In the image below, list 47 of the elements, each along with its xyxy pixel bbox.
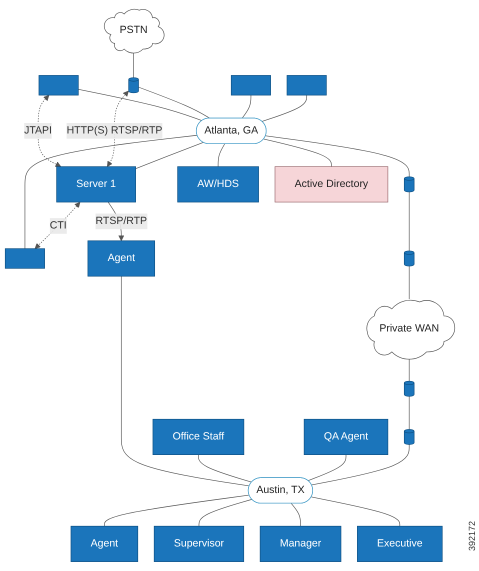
node-box: Office Staff bbox=[152, 418, 244, 456]
node-box bbox=[4, 248, 45, 269]
connector bbox=[78, 89, 202, 122]
connector bbox=[291, 503, 301, 527]
node-box: QA Agent bbox=[304, 418, 388, 456]
connector bbox=[198, 454, 252, 483]
connector bbox=[242, 94, 252, 119]
node-box: AW/HDS bbox=[177, 166, 259, 202]
node-box: Agent bbox=[70, 526, 138, 562]
connector bbox=[133, 52, 134, 78]
edge-label: JTAPI bbox=[24, 125, 52, 136]
node-cylinder bbox=[404, 250, 414, 266]
connector bbox=[408, 192, 410, 252]
node-box: Executive bbox=[357, 526, 443, 562]
connector bbox=[311, 496, 400, 527]
connector bbox=[135, 142, 204, 170]
node-box: Agent bbox=[88, 240, 156, 277]
connector bbox=[408, 266, 410, 300]
connector bbox=[120, 276, 250, 486]
arrow bbox=[34, 202, 80, 249]
connector bbox=[264, 138, 332, 168]
connector bbox=[262, 94, 308, 122]
connector bbox=[198, 499, 252, 527]
node-cylinder bbox=[404, 176, 414, 192]
node-box bbox=[230, 75, 271, 96]
connector bbox=[308, 454, 346, 482]
connector bbox=[408, 358, 410, 382]
connector bbox=[138, 86, 210, 119]
node-box: Active Directory bbox=[274, 166, 388, 202]
figure-number: 392172 bbox=[467, 520, 477, 551]
node-box bbox=[38, 75, 79, 96]
connector bbox=[218, 144, 225, 168]
connector bbox=[24, 134, 198, 250]
node-box: Server 1 bbox=[56, 166, 136, 202]
connector bbox=[265, 136, 410, 178]
edge-label: CTI bbox=[50, 220, 67, 232]
node-box bbox=[286, 75, 327, 96]
node-box: Supervisor bbox=[154, 526, 244, 562]
node-cylinder bbox=[128, 77, 139, 94]
connector bbox=[408, 396, 410, 430]
edge-label: RTSP/RTP bbox=[96, 216, 148, 227]
connector bbox=[104, 494, 250, 527]
connector bbox=[311, 444, 410, 486]
edge-label: HTTP(S) RTSP/RTP bbox=[66, 125, 162, 136]
node-cylinder bbox=[404, 380, 414, 397]
node-box: Manager bbox=[260, 526, 342, 562]
node-cylinder bbox=[404, 429, 414, 445]
